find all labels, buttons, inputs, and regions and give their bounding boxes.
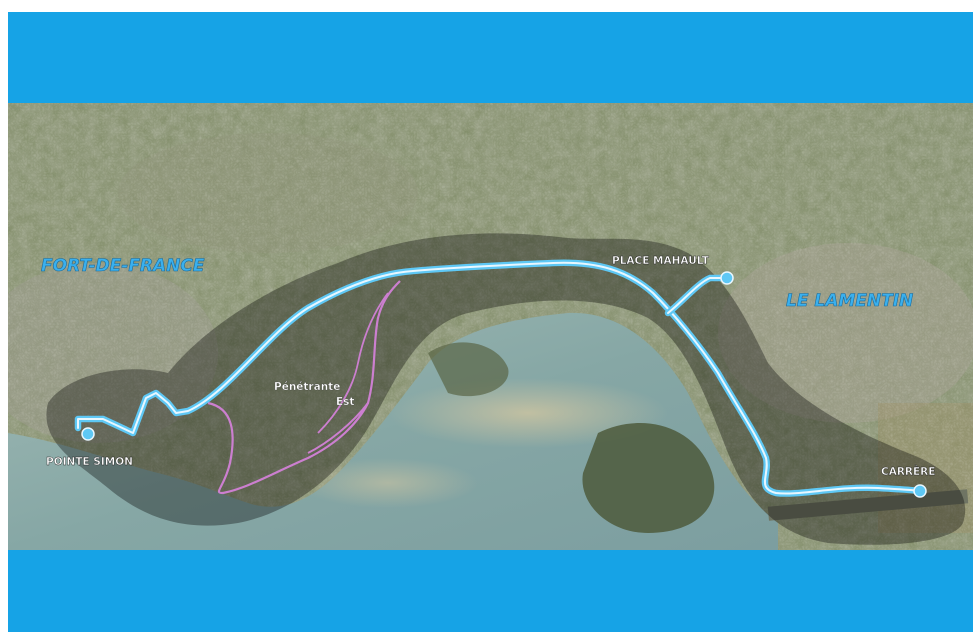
terminus-place-mahault xyxy=(720,271,734,285)
shoal-2 xyxy=(298,458,478,508)
corridor-shading xyxy=(46,233,966,545)
label-pointe-simon: POINTE SIMON xyxy=(46,456,133,468)
terminus-pointe-simon xyxy=(81,427,95,441)
shoal-1 xyxy=(388,378,668,448)
label-fort-de-france: FORT-DE-FRANCE xyxy=(41,256,205,276)
bottom-banner xyxy=(8,550,973,632)
terminus-carrere xyxy=(913,484,927,498)
label-est: Est xyxy=(336,396,354,408)
label-place-mahault: PLACE MAHAULT xyxy=(612,255,710,267)
label-penetrante: Pénétrante xyxy=(274,381,340,393)
label-le-lamentin: LE LAMENTIN xyxy=(786,291,913,311)
mangrove-west xyxy=(428,342,509,397)
tram-route xyxy=(74,259,924,497)
satellite-map: FORT-DE-FRANCE LE LAMENTIN POINTE SIMON … xyxy=(8,103,973,550)
map-canvas: FORT-DE-FRANCE LE LAMENTIN POINTE SIMON … xyxy=(8,103,973,550)
top-banner xyxy=(8,12,973,103)
label-carrere: CARRÈRE xyxy=(881,465,935,478)
road-penetrante-est xyxy=(207,280,401,495)
mangrove-area xyxy=(582,423,715,533)
